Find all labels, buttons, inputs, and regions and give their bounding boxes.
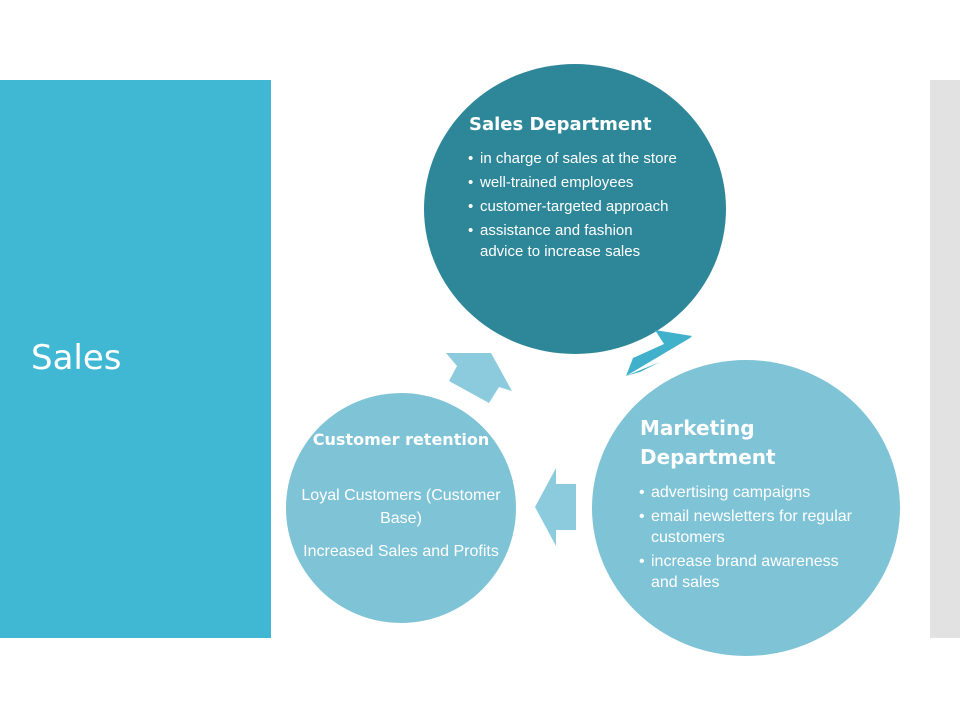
bullet-item: customer-targeted approach	[468, 196, 678, 217]
arrow-marketing-to-retention-icon	[535, 468, 576, 546]
marketing-department-bullets: advertising campaigns email newsletters …	[639, 482, 859, 596]
customer-retention-circle: Customer retention Loyal Customers (Cust…	[286, 393, 516, 623]
slide-title: Sales	[31, 338, 122, 378]
marketing-department-circle: Marketing Department advertising campaig…	[592, 360, 900, 656]
title-panel	[0, 80, 271, 638]
bullet-item: well-trained employees	[468, 172, 678, 193]
bullet-item: increase brand awareness and sales	[639, 551, 859, 593]
side-strip	[930, 80, 960, 638]
sales-department-heading: Sales Department	[469, 114, 652, 135]
customer-retention-heading: Customer retention	[312, 430, 490, 449]
bullet-item: advertising campaigns	[639, 482, 859, 503]
retention-line-loyal-customers: Loyal Customers (Customer Base)	[301, 487, 501, 527]
sales-department-circle: Sales Department in charge of sales at t…	[424, 64, 726, 354]
bullet-item: email newsletters for regular customers	[639, 506, 859, 548]
bullet-item: in charge of sales at the store	[468, 148, 678, 169]
retention-line-increased-sales: Increased Sales and Profits	[303, 543, 499, 560]
arrow-retention-to-sales-icon	[446, 353, 512, 403]
bullet-item: assistance and fashion advice to increas…	[468, 220, 678, 262]
marketing-department-heading: Marketing Department	[640, 416, 776, 469]
sales-department-bullets: in charge of sales at the store well-tra…	[468, 148, 678, 265]
